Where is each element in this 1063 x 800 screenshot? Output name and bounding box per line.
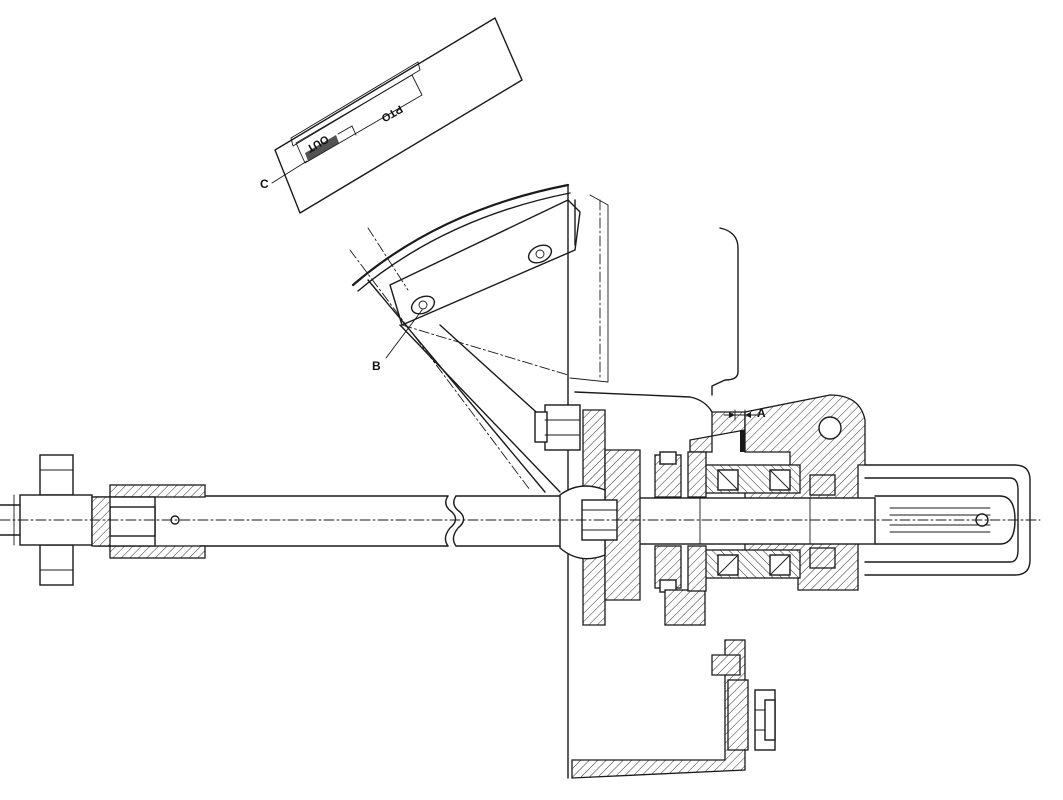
bolt-slot-b: [410, 295, 436, 315]
lower-bracket: [571, 639, 776, 779]
pto-instruction-plate: PTO OUT: [274, 17, 523, 214]
shaft-seals: [654, 451, 707, 626]
bolt-slot-upper: [527, 244, 553, 264]
tapered-bearings: [704, 464, 836, 579]
lever-quadrant: [351, 183, 609, 383]
label-b: B: [372, 359, 381, 373]
callout-c: C: [260, 160, 308, 191]
drive-shaft: [170, 495, 561, 547]
control-lever: [349, 249, 561, 493]
mounting-hole: [818, 416, 842, 440]
label-a: A: [757, 406, 766, 420]
shaft-sleeve: [94, 484, 206, 559]
coupling-flange: [559, 409, 641, 626]
label-c: C: [260, 177, 269, 191]
lever-nut: [534, 404, 581, 451]
indicator-window: [305, 135, 339, 161]
callout-b: B: [372, 309, 423, 373]
plate-pto-text: PTO: [379, 102, 405, 124]
main-shaft: [614, 495, 1016, 545]
